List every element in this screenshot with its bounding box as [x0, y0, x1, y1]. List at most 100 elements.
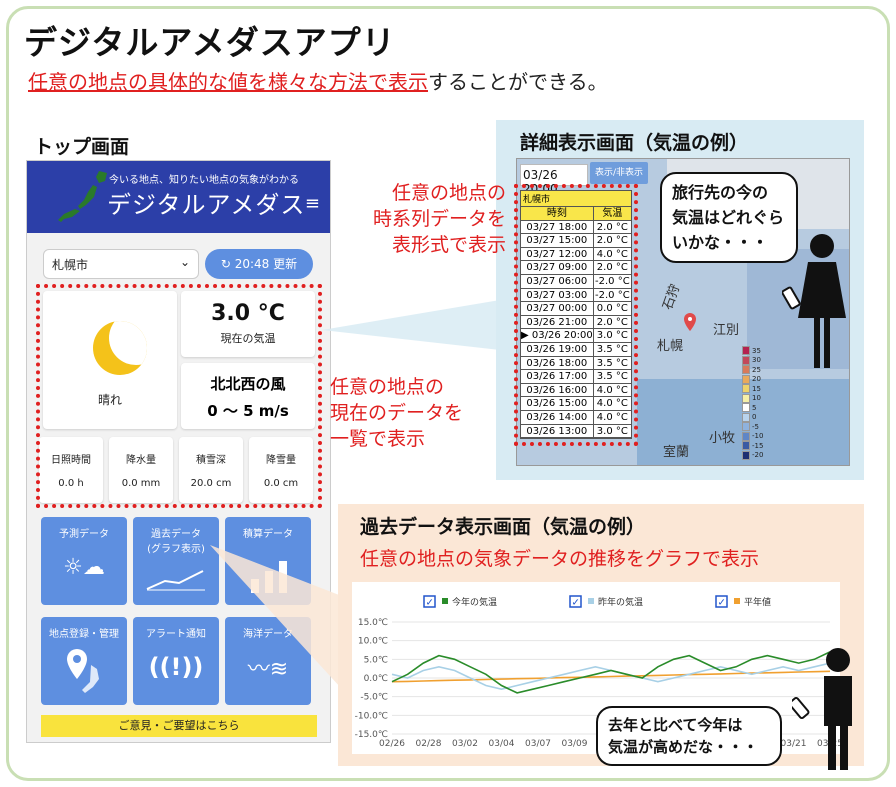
y-tick-label: 10.0℃ — [358, 637, 388, 647]
cell-temp: 2.0 °C — [596, 316, 628, 328]
cell-temp: -2.0 °C — [595, 275, 630, 287]
bubble-line: 去年と比べて今年は — [608, 716, 743, 734]
update-label: 20:48 更新 — [234, 257, 298, 271]
map-land — [637, 379, 849, 465]
cell-temp: 3.0 °C — [596, 330, 628, 342]
map-pin-icon — [67, 649, 99, 693]
tile-label: 積算データ — [243, 529, 293, 540]
city-select[interactable]: 札幌市⌄ — [43, 249, 199, 279]
legend-item: 15 — [742, 384, 766, 394]
legend-label: 35 — [752, 346, 761, 355]
cell-temp: 0.0 °C — [596, 303, 628, 315]
check-icon: ✓ — [572, 598, 580, 609]
legend-item: 20 — [742, 374, 766, 385]
feedback-button[interactable]: ご意見・ご要望はこちら — [41, 715, 317, 737]
cell-temp: 4.0 °C — [596, 384, 628, 396]
series-line — [391, 651, 831, 694]
metric-card: 降水量 0.0 mm — [109, 437, 173, 503]
legend-label: 15 — [752, 384, 761, 393]
col-time: 時刻 — [521, 207, 594, 220]
detail-screen-label: 詳細表示画面（気温の例） — [520, 132, 749, 154]
tile-location[interactable]: 地点登録・管理 — [41, 617, 127, 705]
refresh-icon: ↻ — [220, 257, 231, 271]
app-tagline: 今いる地点、知りたい地点の気象がわかる — [109, 175, 299, 186]
cell-temp: 4.0 °C — [596, 411, 628, 423]
subtitle-highlight: 任意の地点の具体的な値を様々な方法で表示 — [28, 70, 428, 94]
cell-time: 03/27 06:00 — [521, 274, 594, 288]
metric-value: 0.0 mm — [121, 478, 161, 489]
legend-label: 平年値 — [744, 596, 771, 608]
current-data-highlight — [36, 284, 322, 508]
legend-swatch — [742, 393, 750, 403]
table-row[interactable]: 03/27 03:00-2.0 °C — [521, 288, 631, 303]
date-input[interactable]: 03/26 20:00 — [520, 164, 588, 196]
cell-time: 03/26 17:00 — [521, 370, 594, 383]
woman-figure-icon — [782, 234, 846, 368]
legend-item: 0 — [742, 412, 766, 423]
cell-temp: 4.0 °C — [596, 398, 628, 410]
cell-temp: 3.5 °C — [596, 371, 628, 383]
annotation-line: 表形式で表示 — [391, 234, 506, 256]
toggle-table-button[interactable]: 表示/非表示 — [590, 162, 648, 184]
table-row[interactable]: 03/27 06:00-2.0 °C — [521, 274, 631, 289]
wind-card: 北北西の風 0 〜 5 m/s — [181, 363, 315, 429]
cell-time: 03/27 15:00 — [521, 234, 594, 247]
wind-direction: 北北西の風 — [210, 375, 286, 393]
legend-label: -15 — [752, 441, 764, 450]
bubble-line: 気温が高めだな・・・ — [608, 738, 759, 756]
tile-label: 地点登録・管理 — [49, 629, 119, 640]
y-tick-label: -5.0℃ — [360, 693, 388, 703]
legend-label: 20 — [752, 375, 761, 384]
legend-label: 30 — [752, 356, 761, 365]
tile-past-data[interactable]: 過去データ (グラフ表示) — [133, 517, 219, 605]
tile-forecast[interactable]: 予測データ ☼☁ — [41, 517, 127, 605]
cell-time: 03/26 14:00 — [521, 410, 594, 424]
legend-label: -5 — [752, 422, 759, 431]
wind-speed: 0 〜 5 m/s — [207, 402, 289, 420]
bubble-line: 旅行先の今の — [672, 183, 769, 202]
temperature-label: 現在の気温 — [220, 332, 276, 345]
metric-label: 降水量 — [126, 455, 156, 466]
cell-time: 03/26 19:00 — [521, 342, 594, 356]
map-label: 江別 — [713, 323, 740, 338]
update-button[interactable]: ↻ 20:48 更新 — [205, 249, 313, 279]
tile-label: 過去データ (グラフ表示) — [147, 529, 205, 555]
tile-alert[interactable]: アラート通知 ((!)) — [133, 617, 219, 705]
subtitle-rest: することができる。 — [428, 70, 608, 94]
map-pin-icon — [684, 313, 696, 331]
legend-swatch — [734, 598, 740, 604]
check-icon: ✓ — [718, 598, 726, 609]
legend-label: 5 — [752, 403, 757, 412]
cell-temp: 2.0 °C — [596, 262, 628, 274]
metric-label: 積雪深 — [196, 455, 226, 466]
man-figure-icon — [792, 648, 852, 770]
metric-value: 0.0 h — [58, 478, 84, 489]
temperature-value: 3.0 °C — [211, 301, 285, 326]
phone-screen: 今いる地点、知りたい地点の気象がわかる デジタルアメダス ≡ 札幌市⌄ ↻ 20… — [26, 160, 331, 743]
current-annotation: 任意の地点の 現在のデータを 一覧で表示 — [330, 374, 463, 452]
cell-temp: 3.5 °C — [596, 343, 628, 355]
menu-icon[interactable]: ≡ — [304, 193, 320, 214]
tile-ocean[interactable]: 海洋データ 〰≋ — [225, 617, 311, 705]
detail-map[interactable]: 石狩 江別 札幌 小牧 室蘭 — [516, 158, 850, 466]
cell-time: 03/27 18:00 — [521, 220, 594, 234]
tile-label: アラート通知 — [146, 629, 206, 640]
cell-temp: 3.5 °C — [596, 357, 628, 369]
metric-label: 降雪量 — [266, 455, 296, 466]
app-logo: デジタルアメダス — [107, 191, 306, 219]
